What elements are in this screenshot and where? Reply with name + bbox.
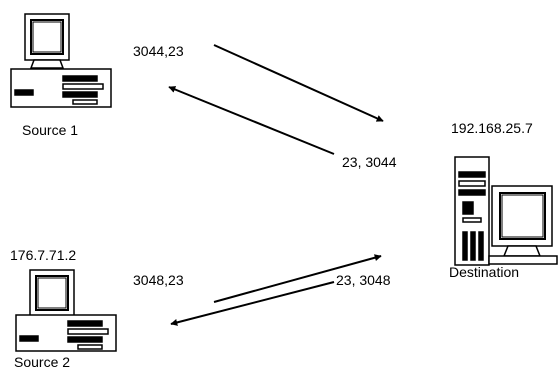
source2-ip-label: 176.7.71.2 [10, 248, 76, 262]
connection-label-dst-to-src2: 23, 3048 [336, 273, 391, 287]
connection-label-src2-to-dst: 3048,23 [133, 273, 184, 287]
source2-label: Source 2 [14, 355, 70, 369]
arrow-dst-to-src1 [169, 87, 334, 154]
connection-label-dst-to-src1: 23, 3044 [342, 155, 397, 169]
destination-computer-icon [455, 157, 557, 265]
source1-computer-icon [11, 14, 111, 107]
arrow-src1-to-dst [214, 45, 383, 121]
destination-label: Destination [449, 265, 519, 279]
source2-computer-icon [16, 270, 116, 351]
source1-label: Source 1 [22, 123, 78, 137]
connection-label-src1-to-dst: 3044,23 [133, 44, 184, 58]
destination-ip-label: 192.168.25.7 [451, 121, 533, 135]
arrow-dst-to-src2 [171, 282, 334, 324]
